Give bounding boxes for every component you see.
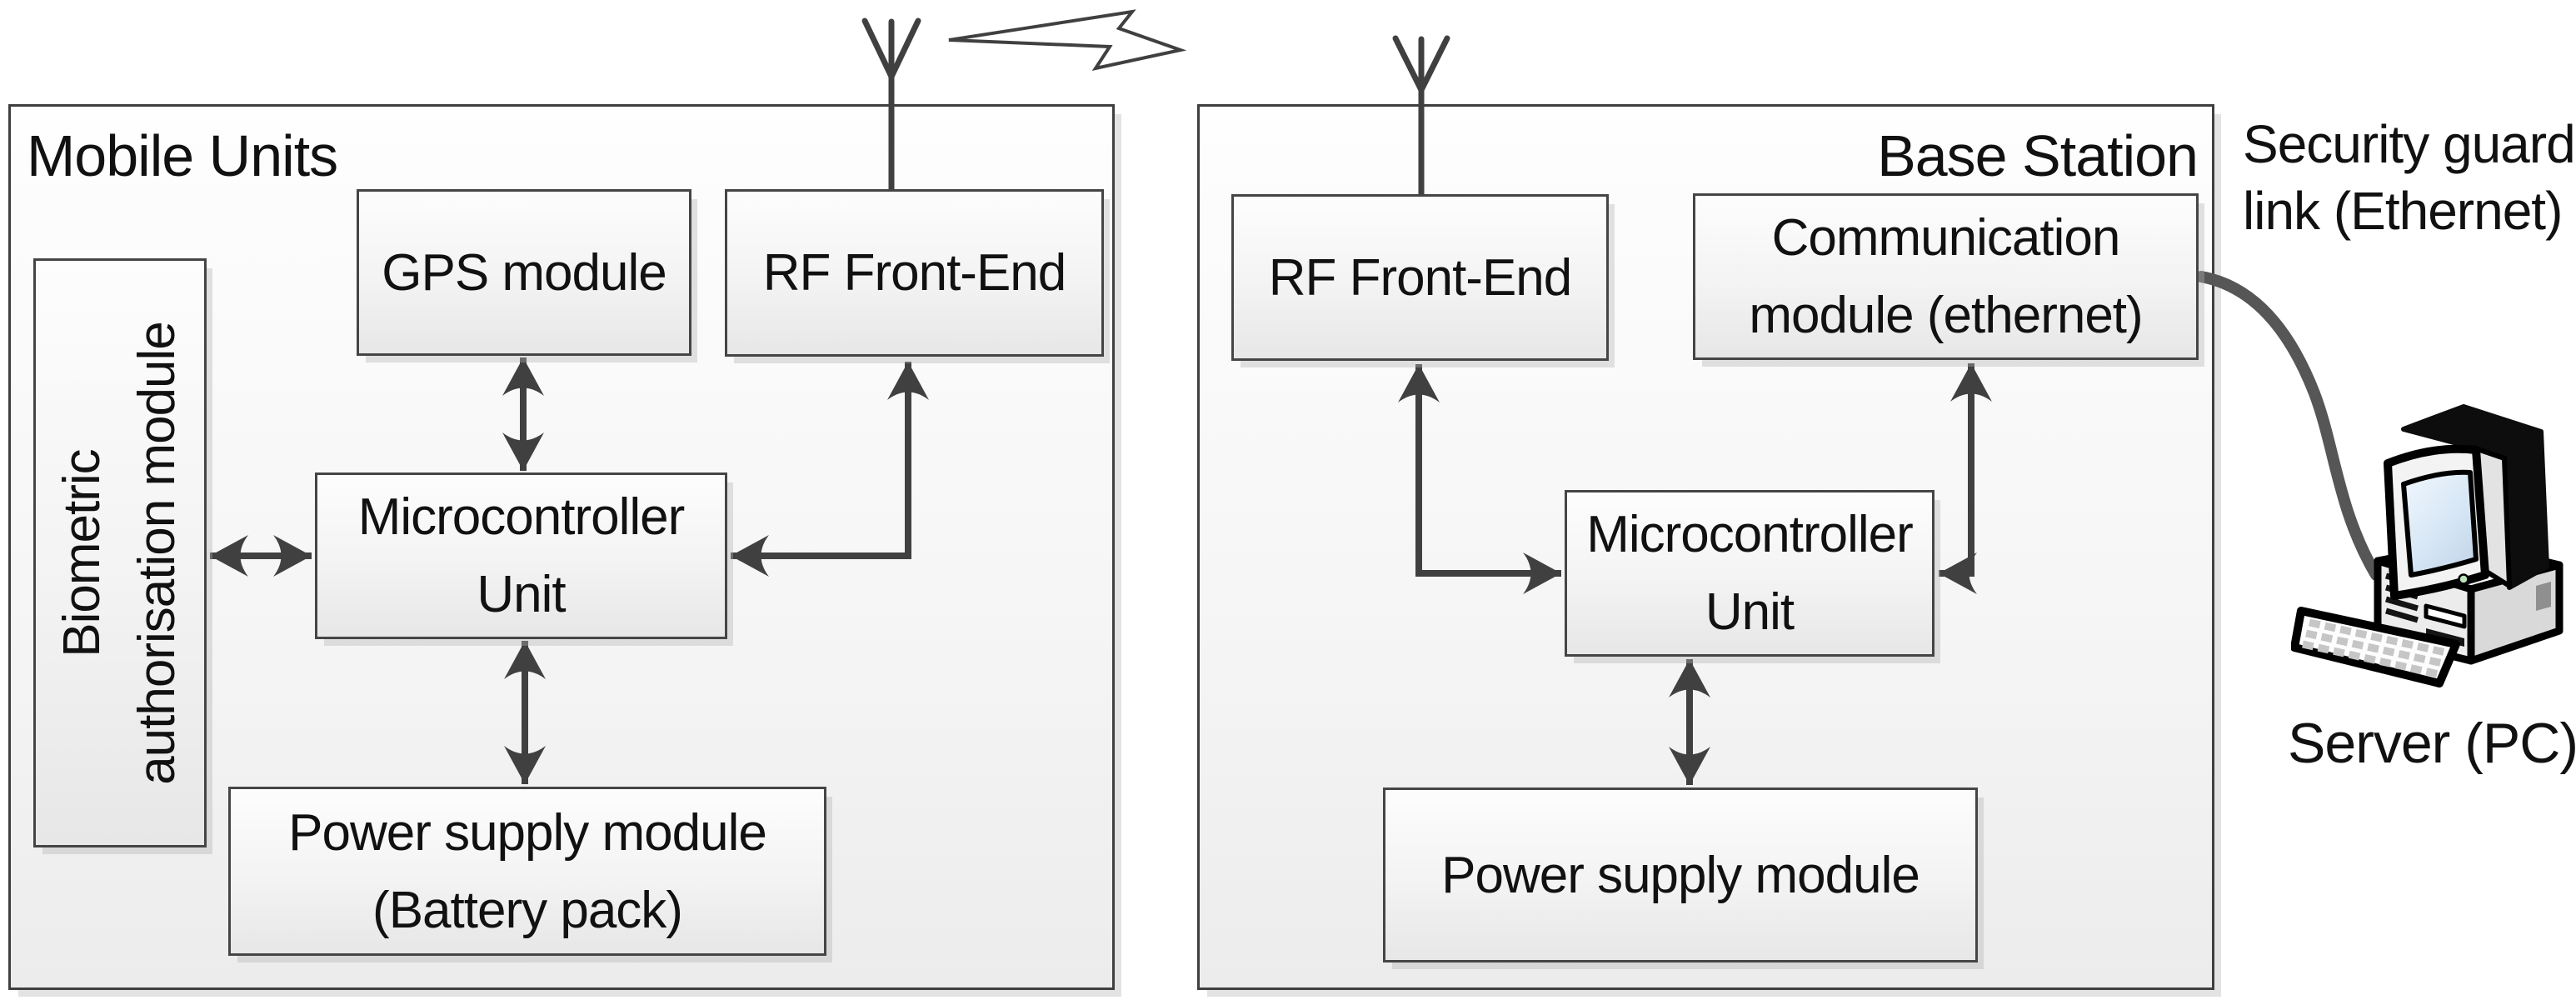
mcu-label-line: Microcontroller bbox=[357, 488, 686, 546]
server-computer-icon bbox=[2291, 404, 2564, 688]
power-label-line: Power supply module bbox=[1441, 846, 1920, 904]
mcu-label-line: Unit bbox=[1705, 583, 1795, 641]
biometric-module-box: Biometric authorisation module bbox=[33, 258, 207, 848]
power-supply-box-mobile: Power supply module (Battery pack) bbox=[228, 787, 826, 956]
rf-front-end-box-base: RF Front-End bbox=[1231, 194, 1609, 361]
mobile-units-title: Mobile Units bbox=[27, 123, 338, 188]
arrow-rf-mcu bbox=[731, 362, 929, 577]
communication-module-box: Communication module (ethernet) bbox=[1693, 193, 2199, 360]
gps-module-box: GPS module bbox=[357, 189, 691, 356]
biometric-module-label: Biometric authorisation module bbox=[53, 321, 186, 785]
server-pc-label: Server (PC) bbox=[2288, 712, 2576, 775]
power-led bbox=[2458, 573, 2469, 585]
power-label-line: (Battery pack) bbox=[372, 881, 683, 939]
microcontroller-unit-box-base: Microcontroller Unit bbox=[1565, 490, 1934, 657]
keyboard-keys bbox=[2302, 618, 2447, 678]
power-label-line: Power supply module bbox=[288, 803, 767, 862]
lightning-bolt-icon bbox=[948, 9, 1187, 71]
gps-module-label: GPS module bbox=[382, 243, 667, 302]
antenna-icon bbox=[1392, 35, 1450, 198]
security-guard-link-label: Security guard link (Ethernet) bbox=[2243, 114, 2576, 241]
comm-label-line: Communication bbox=[1771, 209, 2121, 267]
mcu-label-line: Microcontroller bbox=[1586, 506, 1914, 563]
power-supply-box-base: Power supply module bbox=[1383, 788, 1978, 962]
base-station-title: Base Station bbox=[1877, 123, 2199, 188]
monitor-screen bbox=[2401, 469, 2479, 578]
rf-front-end-label: RF Front-End bbox=[762, 244, 1067, 302]
arrow-rf-mcu-base bbox=[1398, 364, 1561, 594]
ethernet-cable-line bbox=[2195, 271, 2382, 581]
arrow-comm-mcu bbox=[1939, 363, 1992, 594]
comm-label-line: module (ethernet) bbox=[1749, 287, 2143, 344]
drive-slot bbox=[2424, 603, 2467, 629]
antenna-icon bbox=[861, 18, 921, 192]
microcontroller-unit-box-mobile: Microcontroller Unit bbox=[315, 472, 727, 639]
mcu-label-line: Unit bbox=[477, 566, 566, 623]
rf-front-end-box-mobile: RF Front-End bbox=[725, 189, 1104, 357]
rf-front-end-label: RF Front-End bbox=[1268, 248, 1573, 307]
case-port bbox=[2536, 582, 2551, 611]
